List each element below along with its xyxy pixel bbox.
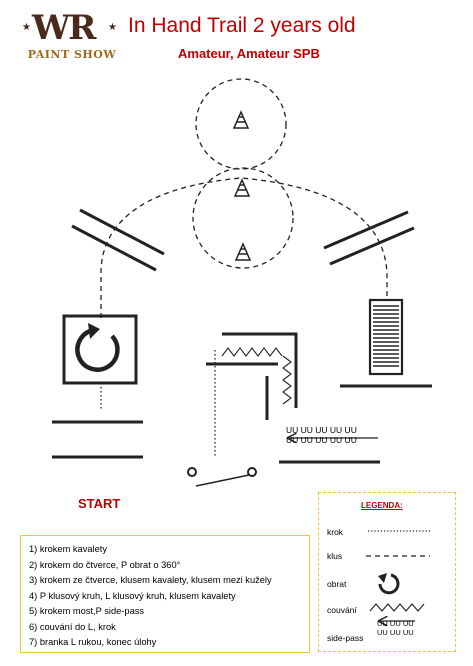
legend-label-klus: klus [327,551,343,561]
legend-label-side-pass: side-pass [327,633,364,643]
step-item: 1) krokem kavalety [29,544,108,554]
legend-turn-arrow-icon [378,573,400,595]
legend-title: LEGENDA: [361,501,403,510]
legend-label-obrat: obrat [327,579,347,589]
star-icon: ★ [22,22,31,33]
trot-path-arc [100,177,388,318]
backup-l-obstacle [206,332,298,420]
cavaletti-right [323,210,415,266]
legend-zigzag-symbol [369,603,425,612]
step-item: 4) P klusový kruh, L klusový kruh, kluse… [29,590,236,601]
side-pass-pole [279,438,380,464]
gate [187,467,257,487]
step-item: 6) couvání do L, krok [29,621,116,632]
side-pass-letters-row: UU UU UU UU UU [286,435,357,445]
trot-circle-bottom [192,167,294,269]
step-item: 7) branka L rukou, konec úlohy [29,637,157,647]
page-title: In Hand Trail 2 years old [128,14,356,37]
turn-box [62,314,138,385]
start-poles [52,420,143,459]
turn-arrow-icon [75,323,120,372]
legend-box: LEGENDA: krok klus obrat couvání side-pa… [318,492,456,652]
legend-side-pass-letters-row: UU UU UU [377,619,414,628]
steps-box: 1) krokem kavalety 2) krokem do čtverce,… [20,535,310,653]
logo-subtitle: PAINT SHOW [27,48,117,61]
step-item: 2) krokem do čtverce, P obrat o 360° [29,559,181,570]
page-subtitle: Amateur, Amateur SPB [178,46,320,61]
legend-label-krok: krok [327,527,344,537]
trot-circle-top [195,78,287,170]
side-pass-letters: UU UU UU UU UU UU UU UU UU UU [286,425,382,445]
legend-side-pass-letters: UU UU UU UU UU UU [377,619,414,637]
cone-icon [233,178,251,197]
logo: ★ ★ WR PAINT SHOW [22,6,118,62]
cavaletti-left [71,208,165,272]
step-item: 3) krokem ze čtverce, klusem kavalety, k… [29,575,272,585]
star-icon: ★ [108,22,117,33]
bridge [340,298,432,388]
cone-icon [234,242,252,261]
legend-label-couvani: couvání [327,605,357,615]
step-item: 5) krokem most,P side-pass [29,606,145,616]
logo-wordmark: WR [32,8,96,48]
start-label: START [78,496,121,511]
legend-side-pass-letters-row: UU UU UU [377,628,414,637]
cone-icon [232,110,250,129]
side-pass-letters-row: UU UU UU UU UU [286,425,357,435]
